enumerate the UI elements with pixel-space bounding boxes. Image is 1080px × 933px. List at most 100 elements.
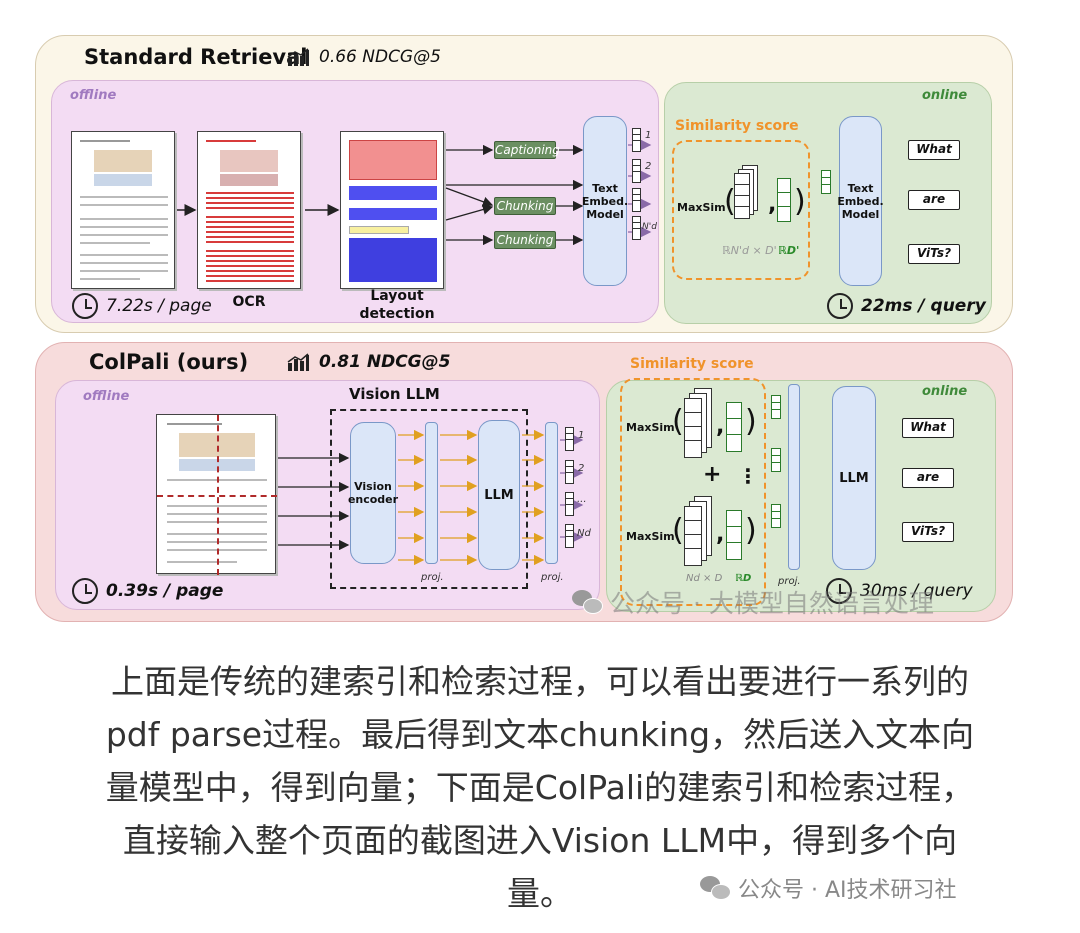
colpali-source-page <box>156 414 277 575</box>
colpali-dims-left: Nd × D <box>686 573 723 584</box>
colpali-query-embedding-2 <box>771 448 781 472</box>
standard-doc-embedding-3 <box>632 188 641 212</box>
vision-encoder-box: Vision encoder <box>348 422 398 564</box>
colpali-online-llm: LLM <box>832 386 876 570</box>
colpali-online-proj-label: proj. <box>778 576 801 587</box>
standard-online-time-value: 22ms / query <box>861 296 986 316</box>
standard-metric: 0.66 NDCG@5 <box>287 47 441 67</box>
colpali-doc-embedding-3 <box>565 492 574 516</box>
colpali-embed-number-1: 1 <box>578 430 585 441</box>
colpali-offline-tag: offline <box>83 389 130 404</box>
embed-number-2: 2 <box>645 161 652 172</box>
vision-llm-title: Vision LLM <box>349 385 440 403</box>
standard-maxsim-label: MaxSim <box>677 201 726 214</box>
proj-label-2: proj. <box>541 572 564 583</box>
standard-title: Standard Retrieval <box>84 45 308 69</box>
caption-line-4: 直接输入整个页面的截图进入Vision LLM中，得到多个向 <box>122 821 958 860</box>
colpali-online-proj-bar <box>788 384 800 570</box>
colpali-online-time-value: 30ms / query <box>860 581 973 601</box>
colpali-maxsim-2: MaxSim <box>626 530 675 543</box>
colpali-proj-bar-1 <box>425 422 438 564</box>
plus-sign: + <box>703 462 722 487</box>
close-paren: ) <box>745 513 757 548</box>
caption-line-2: pdf parse过程。最后得到文本chunking，然后送入文本向 <box>105 715 975 754</box>
close-paren: ) <box>794 184 806 219</box>
caption-text: 上面是传统的建索引和检索过程，可以看出要进行一系列的 pdf parse过程。最… <box>0 655 1080 920</box>
proj-label-1: proj. <box>421 572 444 583</box>
standard-metric-value: 0.66 NDCG@5 <box>319 47 441 67</box>
chunking-box-2: Chunking <box>494 231 556 249</box>
standard-offline-time-value: 7.22s / page <box>106 296 212 316</box>
text-embed-model-offline: Text Embed. Model <box>582 116 628 286</box>
standard-dims-right: ℝD' <box>778 244 800 257</box>
layout-detection-page <box>340 131 444 289</box>
colpali-embed-number-2: 2 <box>578 463 585 474</box>
close-paren: ) <box>745 404 757 439</box>
colpali-doc-embedding-1 <box>565 427 574 451</box>
colpali-doc-embedding-2 <box>565 460 574 484</box>
query-token-vits: ViTs? <box>908 244 960 264</box>
ocr-page <box>197 131 301 289</box>
bar-chart-icon <box>287 48 309 66</box>
comma: , <box>768 192 777 217</box>
clock-icon <box>827 293 853 319</box>
clock-icon <box>826 578 852 604</box>
colpali-query-embedding-3 <box>771 504 781 528</box>
captioning-box: Captioning <box>494 141 560 159</box>
clock-icon <box>72 578 98 604</box>
colpali-doc-embedding-n <box>565 524 574 548</box>
standard-dims-left: ℝN'd × D' <box>722 244 777 257</box>
query-token-what: What <box>908 140 960 160</box>
colpali-query-matrix-1 <box>726 402 742 452</box>
vertical-ellipsis: ⋮ <box>738 464 758 488</box>
colpali-metric-value: 0.81 NDCG@5 <box>319 352 451 372</box>
colpali-offline-time-value: 0.39s / page <box>106 581 224 601</box>
standard-offline-time: 7.22s / page <box>72 293 212 319</box>
colpali-doc-matrix-1 <box>684 388 728 464</box>
chunking-box-1: Chunking <box>494 197 556 215</box>
open-paren: ( <box>724 184 736 219</box>
watermark-footer-text: 公众号 · AI技术研习社 <box>738 878 957 903</box>
clock-icon <box>72 293 98 319</box>
standard-doc-embedding-1 <box>632 128 641 152</box>
caption-line-5: 量。 <box>507 874 573 913</box>
comma: , <box>716 414 725 439</box>
embed-number-1: 1 <box>645 130 652 141</box>
colpali-dims-right: ℝD <box>735 573 752 584</box>
standard-source-page <box>71 131 175 289</box>
colpali-similarity-title: Similarity score <box>630 356 754 372</box>
colpali-similarity-box <box>620 378 766 606</box>
standard-online-tag: online <box>922 88 968 103</box>
caption-line-1: 上面是传统的建索引和检索过程，可以看出要进行一系列的 <box>111 662 969 701</box>
layout-detection-label: Layout detection <box>359 288 435 322</box>
colpali-query-token-vits: ViTs? <box>902 522 954 542</box>
colpali-metric: 0.81 NDCG@5 <box>287 352 450 372</box>
bar-chart-icon <box>287 353 309 371</box>
colpali-proj-bar-2 <box>545 422 558 564</box>
query-token-are: are <box>908 190 960 210</box>
text-embed-model-online: Text Embed. Model <box>837 116 884 286</box>
embed-number-n: N'd <box>642 222 657 232</box>
query-embedding-matrix <box>777 178 791 222</box>
comma: , <box>716 522 725 547</box>
standard-online-time: 22ms / query <box>827 293 986 319</box>
query-embedding-online <box>821 170 831 194</box>
standard-offline-tag: offline <box>70 88 117 103</box>
watermark-footer: 公众号 · AI技术研习社 <box>700 872 957 904</box>
colpali-offline-time: 0.39s / page <box>72 578 223 604</box>
wechat-icon <box>700 876 731 900</box>
standard-doc-embedding-n <box>632 216 641 240</box>
caption-line-3: 量模型中，得到向量；下面是ColPali的建索引和检索过程， <box>105 768 975 807</box>
colpali-embed-number-n: Nd <box>577 528 591 539</box>
llm-box: LLM <box>478 420 520 570</box>
open-paren: ( <box>672 513 684 548</box>
wechat-icon <box>572 590 603 614</box>
colpali-online-time: 30ms / query <box>826 578 973 604</box>
colpali-title: ColPali (ours) <box>89 350 249 374</box>
vision-llm-frame <box>330 409 528 589</box>
watermark-overlay-text: 公众号 · 大模型自然语言处理 <box>610 589 934 618</box>
colpali-query-matrix-2 <box>726 510 742 560</box>
colpali-query-token-are: are <box>902 468 954 488</box>
standard-doc-embedding-2 <box>632 159 641 183</box>
